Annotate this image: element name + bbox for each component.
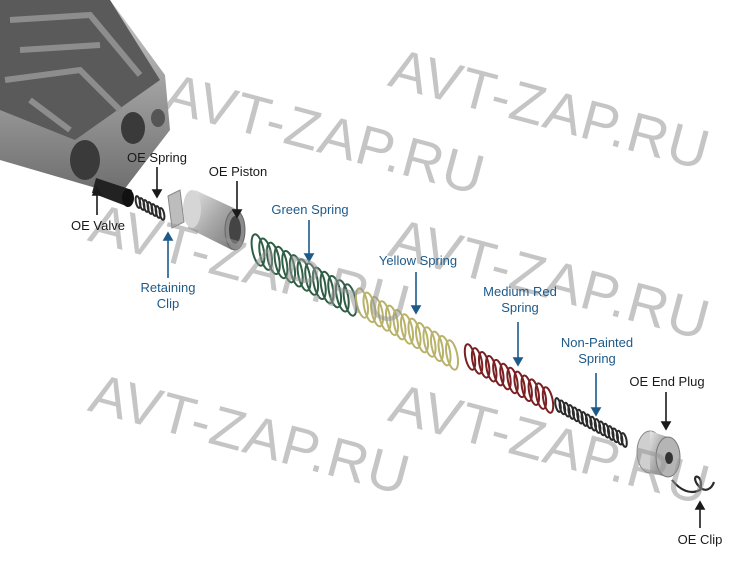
spring-coil: [470, 347, 484, 375]
oe-end-plug: [636, 430, 681, 478]
spring-coil: [499, 362, 512, 391]
spring-coil: [527, 378, 541, 406]
label-green-spring: Green Spring: [271, 202, 349, 217]
spring-coil: [477, 351, 491, 379]
oe-spring: [134, 195, 166, 221]
valve-body: [0, 0, 170, 195]
spring-coil: [437, 334, 452, 367]
spring-coil: [506, 366, 519, 395]
spring-coil: [265, 241, 281, 276]
spring-coil: [485, 354, 498, 383]
non-painted-spring: [554, 397, 628, 448]
oe-piston: [183, 190, 246, 251]
oe-clip: [671, 475, 716, 494]
spring-coil: [281, 249, 297, 284]
black-arrows: [91, 167, 706, 528]
label-oe-end-plug: OE End Plug: [629, 374, 705, 389]
spring-coil: [399, 313, 415, 345]
spring-coil: [492, 358, 505, 387]
spring-coil: [319, 270, 335, 305]
spring-coil: [327, 274, 343, 309]
spring-coil: [414, 321, 430, 354]
spring-coil: [354, 287, 370, 319]
spring-coil: [392, 308, 407, 341]
spring-coil: [311, 266, 327, 301]
retaining-clip: [167, 189, 185, 229]
spring-coil: [334, 279, 350, 313]
spring-coil: [429, 330, 445, 363]
spring-coil: [513, 370, 526, 399]
spring-coil: [362, 291, 377, 324]
spring-coil: [444, 339, 460, 371]
label-retaining-clip: Retaining Clip: [140, 280, 196, 311]
label-oe-clip: OE Clip: [677, 532, 723, 547]
spring-coil: [384, 304, 400, 337]
spring-coil: [422, 326, 437, 358]
medium-red-spring: [463, 343, 555, 414]
spring-coil: [620, 432, 628, 448]
spring-coil: [534, 382, 548, 410]
blue-arrows: [162, 220, 602, 417]
spring-coil: [369, 295, 385, 328]
spring-coil: [377, 300, 392, 332]
label-yellow-spring: Yellow Spring: [378, 253, 458, 268]
spring-coil: [250, 233, 266, 267]
spring-coil: [296, 258, 312, 292]
spring-coil: [541, 386, 555, 414]
spring-coil: [288, 254, 304, 288]
label-non-painted-spring: Non-Painted Spring: [560, 335, 634, 366]
spring-coil: [273, 245, 289, 280]
spring-coil: [158, 207, 166, 221]
green-spring: [250, 233, 358, 317]
spring-coil: [520, 374, 533, 403]
spring-coil: [258, 237, 274, 271]
oe-valve: [92, 178, 134, 207]
spring-coil: [304, 262, 320, 296]
label-oe-valve: OE Valve: [71, 218, 125, 233]
spring-coil: [407, 317, 422, 350]
label-oe-piston: OE Piston: [208, 164, 268, 179]
label-medium-red-spring: Medium Red Spring: [483, 284, 557, 315]
yellow-spring: [354, 287, 460, 371]
label-oe-spring: OE Spring: [127, 150, 187, 165]
spring-coil: [463, 343, 477, 371]
